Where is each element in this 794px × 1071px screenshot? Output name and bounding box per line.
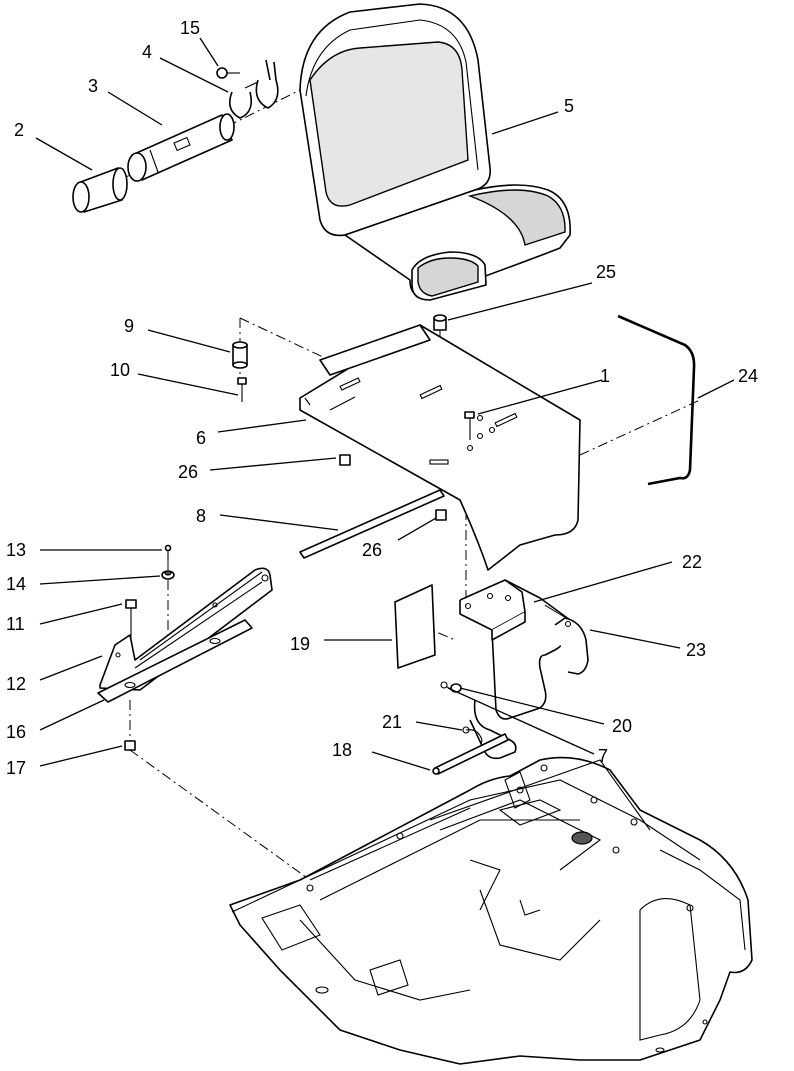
callout-24: 24 [738,366,758,386]
callout-11: 11 [6,614,25,634]
callout-26-lower: 26 [362,540,382,560]
callout-16: 16 [6,722,26,742]
part-2-end-cap [72,167,128,213]
part-1-bolt [464,411,475,440]
part-15-screw [216,67,240,79]
part-26-nuts [339,454,447,521]
callout-9: 9 [124,316,134,336]
part-9-spacer [232,341,248,369]
callout-12: 12 [6,674,26,694]
callout-22: 22 [682,552,702,572]
part-17-nut [124,740,136,751]
callout-21: 21 [382,712,402,732]
callout-13: 13 [6,540,26,560]
callout-2: 2 [14,120,24,140]
callout-25: 25 [596,262,616,282]
part-8-strip [299,489,445,559]
part-25-bushing [433,314,447,331]
callout-20: 20 [612,716,632,736]
callout-17: 17 [6,758,26,778]
callout-6: 6 [196,428,206,448]
part-19-decal [394,584,436,669]
part-20-washer [450,683,462,693]
callout-5: 5 [564,96,574,116]
callout-26-upper: 26 [178,462,198,482]
callout-10: 10 [110,360,130,380]
part-12-rail [99,567,273,691]
part-24-rod [617,314,696,486]
callout-19: 19 [290,634,310,654]
part-6-seat-plate [299,324,581,571]
callout-labels: 1 2 3 4 5 6 7 8 9 10 11 12 13 14 15 16 1… [6,18,758,778]
callout-3: 3 [88,76,98,96]
part-16-plate [97,619,253,703]
part-13-screw [164,544,172,560]
callout-4: 4 [142,42,152,62]
callout-23: 23 [686,640,706,660]
chassis-frame [229,756,753,1065]
part-10-bolt [237,377,247,402]
part-3-tube [127,113,235,182]
callout-8: 8 [196,506,206,526]
part-5-seat [299,3,571,301]
part-21-clip [462,726,483,751]
part-23-latch [554,617,589,675]
callout-15: 15 [180,18,200,38]
part-4-clamps [229,59,279,119]
part-11-bolt [125,599,137,640]
callout-1: 1 [600,366,610,386]
callout-18: 18 [332,740,352,760]
part-14-grommet [161,570,175,580]
leader-lines [35,37,735,771]
callout-7: 7 [598,746,608,766]
part-18-rod [432,733,509,775]
callout-14: 14 [6,574,26,594]
